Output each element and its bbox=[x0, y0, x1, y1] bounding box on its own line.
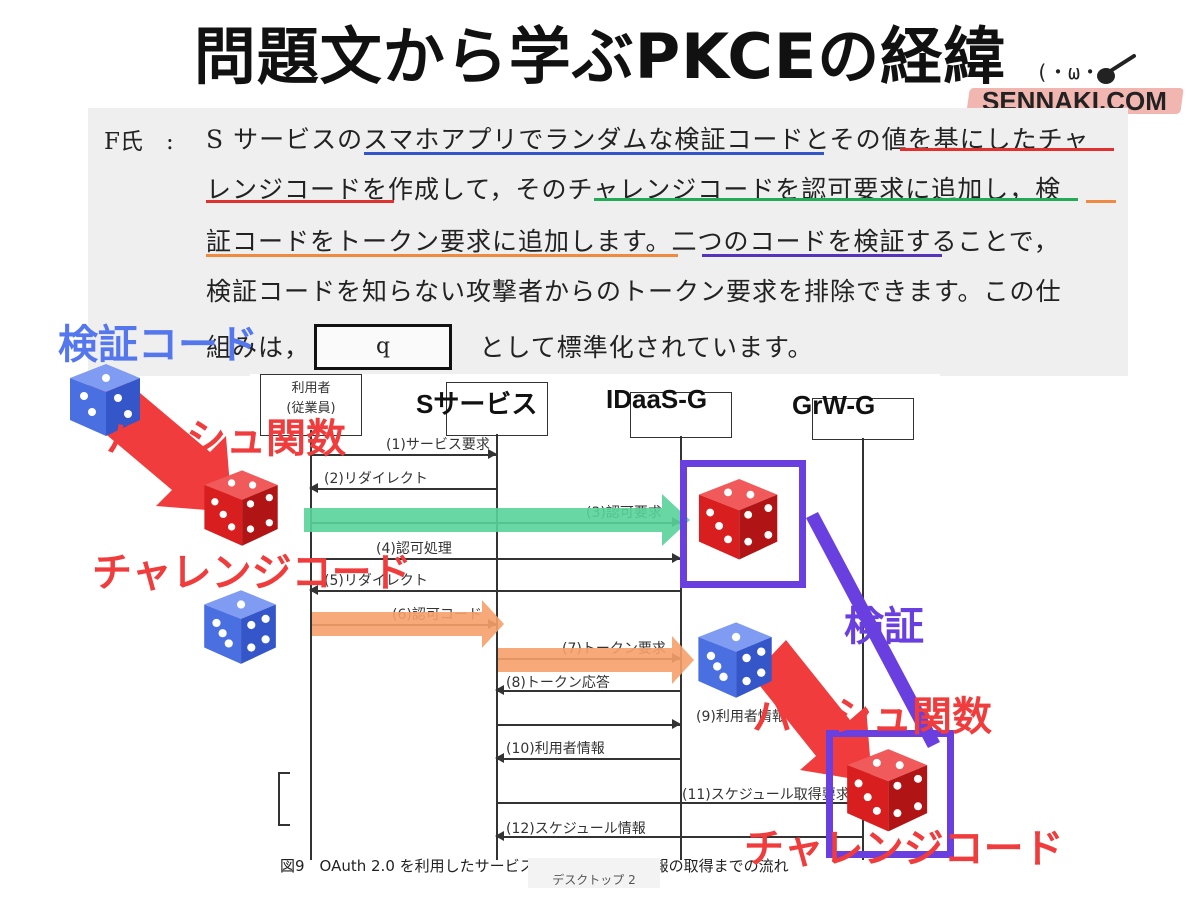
underline-orange-2 bbox=[206, 254, 678, 257]
msg-9-label: (9)利用者情報 bbox=[696, 709, 786, 725]
green-arrow bbox=[304, 494, 690, 546]
msg-4-label: (4)認可処理 bbox=[376, 541, 452, 557]
underline-orange-1 bbox=[1086, 200, 1116, 203]
label-verifier-code: 検証コード bbox=[58, 322, 258, 368]
underline-red-2 bbox=[206, 200, 394, 203]
answer-blank-q: q bbox=[314, 324, 452, 370]
msg-8 bbox=[495, 686, 680, 694]
lifeline-user bbox=[310, 430, 312, 860]
brush-icon bbox=[1097, 54, 1136, 84]
msg-4 bbox=[310, 554, 681, 562]
lifeline-grw bbox=[862, 438, 864, 860]
underline-purple bbox=[702, 254, 942, 257]
msg-2 bbox=[309, 484, 496, 492]
bracket bbox=[278, 772, 290, 826]
msg-1 bbox=[310, 450, 497, 458]
msg-8-label: (8)トークン応答 bbox=[506, 675, 610, 691]
msg-12 bbox=[495, 832, 862, 840]
overlay-s-service: Sサービス bbox=[416, 389, 538, 419]
msg-10-label: (10)利用者情報 bbox=[506, 741, 605, 757]
label-verify: 検証 bbox=[844, 604, 924, 650]
msg-2-label: (2)リダイレクト bbox=[324, 471, 428, 487]
sequence-diagram: 利用者 (従業員) (1)サービス要求 (2)リダイレクト (3)認可要求 (4… bbox=[250, 374, 940, 884]
speaker-label: F氏 : bbox=[104, 129, 174, 155]
red-arrow-right bbox=[752, 640, 872, 782]
underline-green bbox=[594, 198, 1078, 201]
msg-12-label: (12)スケジュール情報 bbox=[506, 821, 646, 837]
exam-line-5: 組みは， として標準化されています。 bbox=[206, 333, 814, 362]
footer-tab: デスクトップ 2 bbox=[528, 858, 660, 888]
label-hash-fn-left: ハッシュ関数 bbox=[106, 416, 346, 462]
msg-5-label: (5)リダイレクト bbox=[324, 573, 428, 589]
overlay-grw: GrW-G bbox=[792, 390, 876, 420]
overlay-idaas: IDaaS-G bbox=[606, 384, 708, 414]
red-die-icon-3 bbox=[847, 749, 928, 832]
label-challenge-right: チャレンジコード bbox=[744, 826, 1064, 872]
red-die-icon-2 bbox=[698, 478, 778, 560]
actor-user: 利用者 (従業員) bbox=[260, 374, 362, 436]
underline-blue bbox=[364, 152, 824, 155]
msg-1-label: (1)サービス要求 bbox=[386, 437, 490, 453]
red-die-icon-1 bbox=[204, 470, 278, 546]
mascot-face: (・ω・ bbox=[1036, 60, 1101, 84]
lifeline-s-service bbox=[496, 434, 498, 860]
page-title: 問題文から学ぶPKCEの経緯 bbox=[193, 20, 1007, 93]
blue-die-icon-3 bbox=[698, 622, 772, 698]
msg-5 bbox=[309, 586, 680, 594]
msg-11-label: (11)スケジュール取得要求 bbox=[682, 787, 850, 803]
msg-9 bbox=[496, 720, 681, 728]
label-challenge-left: チャレンジコード bbox=[92, 550, 412, 596]
exam-text-block: F氏 : S サービスのスマホアプリでランダムな検証コードとその値を基にしたチャ… bbox=[88, 108, 1128, 376]
actor-idaas bbox=[630, 392, 732, 438]
orange-arrow-6 bbox=[312, 600, 504, 648]
msg-10 bbox=[495, 754, 680, 762]
exam-line-3: 証コードをトークン要求に追加します。二つのコードを検証することで， bbox=[206, 227, 1060, 256]
exam-line-4: 検証コードを知らない攻撃者からのトークン要求を排除できます。この仕 bbox=[206, 277, 1062, 306]
underline-red-1 bbox=[900, 148, 1114, 151]
verify-box-bottom bbox=[826, 730, 954, 858]
verify-box-top bbox=[680, 460, 806, 588]
orange-arrow-7 bbox=[498, 636, 694, 684]
blue-die-icon-1 bbox=[70, 364, 140, 436]
verify-line bbox=[806, 512, 940, 748]
blue-die-icon-2 bbox=[204, 590, 276, 664]
label-hash-fn-right: ハッシュ関数 bbox=[752, 694, 992, 740]
